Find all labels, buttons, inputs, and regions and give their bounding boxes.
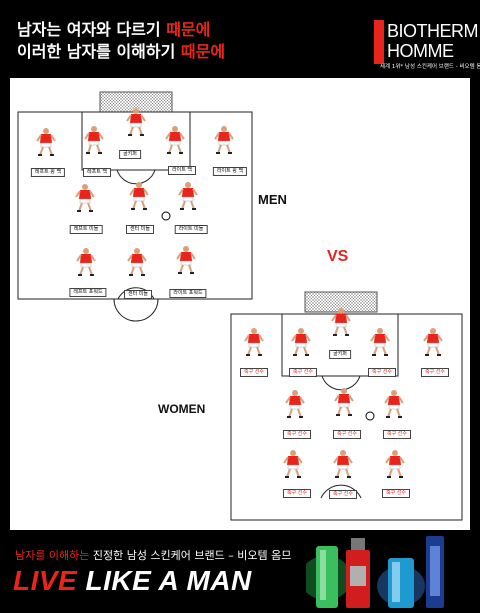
women-pitch xyxy=(230,291,463,521)
slogan: LIVE LIKE A MAN xyxy=(13,565,252,597)
headline-line-1: 남자는 여자와 다르기 때문에 xyxy=(17,16,210,40)
player-figure xyxy=(129,181,149,210)
slogan-red: LIVE xyxy=(13,565,78,596)
brand-name-line-1: BIOTHERM xyxy=(387,21,479,41)
men-pitch xyxy=(17,91,253,322)
player-figure xyxy=(423,327,443,356)
men-label-goalkeeper: 골키퍼 xyxy=(119,150,141,159)
slogan-white: LIKE A MAN xyxy=(77,565,252,596)
headline-1-white: 남자는 여자와 다르기 xyxy=(17,20,167,39)
player-figure xyxy=(214,125,234,154)
men-title: MEN xyxy=(258,192,287,207)
player-figure xyxy=(370,327,390,356)
player-figure xyxy=(283,449,303,478)
men-label-left-mid: 레프트 미들 xyxy=(69,225,103,234)
ball-icon-women xyxy=(365,411,375,421)
men-label-center-mid: 센터 미들 xyxy=(126,225,154,234)
women-label-player-4: 축구 선수 xyxy=(421,368,449,377)
player-figure xyxy=(75,183,95,212)
women-label-player-10: 축구 선수 xyxy=(382,489,410,498)
player-figure xyxy=(384,389,404,418)
women-label-player-8: 축구 선수 xyxy=(283,489,311,498)
men-label-left-forward: 레프트 포워드 xyxy=(69,288,107,297)
headline-line-2: 이러한 남자를 이해하기 때문에 xyxy=(17,38,225,62)
player-figure xyxy=(127,247,147,276)
promo-red: 남자를 이해하는 xyxy=(15,549,90,562)
women-label-player-6: 축구 선수 xyxy=(333,430,361,439)
headline-2-red: 때문에 xyxy=(180,42,226,61)
player-figure xyxy=(334,387,354,416)
player-figure xyxy=(333,449,353,478)
women-title: WOMEN xyxy=(158,402,206,416)
player-figure xyxy=(291,327,311,356)
player-figure xyxy=(165,125,185,154)
player-figure xyxy=(285,389,305,418)
brand-logo-mark xyxy=(374,20,384,64)
formation-fields xyxy=(17,91,463,521)
player-figure xyxy=(385,449,405,478)
women-label-player-1: 축구 선수 xyxy=(240,368,268,377)
men-label-right-wing-back: 라이트 윙 백 xyxy=(212,167,248,176)
men-label-left-wing-back: 레프트 윙 백 xyxy=(30,168,66,177)
ball-icon-men xyxy=(161,211,171,221)
women-label-player-5: 축구 선수 xyxy=(283,430,311,439)
headline-1-red: 때문에 xyxy=(166,20,211,39)
player-figure xyxy=(76,247,96,276)
women-label-goalkeeper: 골키퍼 xyxy=(329,350,351,359)
player-figure xyxy=(176,245,196,274)
brand-tagline: 세계 1위* 남성 스킨케어 브랜드 - 비오템 옴므 xyxy=(380,64,480,70)
player-figure xyxy=(178,181,198,210)
men-label-left-back: 레프트 백 xyxy=(83,168,111,177)
promo-white: 진정한 남성 스킨케어 브랜드 – 비오템 옴므 xyxy=(89,549,292,562)
player-figure xyxy=(84,125,104,154)
women-label-player-3: 축구 선수 xyxy=(368,368,396,377)
women-label-player-7: 축구 선수 xyxy=(383,430,411,439)
promo-line: 남자를 이해하는 진정한 남성 스킨케어 브랜드 – 비오템 옴므 xyxy=(15,547,291,563)
men-label-center-mid-2: 센터 미들 xyxy=(124,290,152,299)
brand-name-line-2: HOMME xyxy=(387,41,454,61)
product-bottles-image xyxy=(306,536,444,608)
men-label-right-mid: 라이트 미들 xyxy=(174,225,208,234)
formation-panel: 골키퍼 레프트 윙 백 레프트 백 라이트 백 라이트 윙 백 레프트 미들 센… xyxy=(10,78,470,530)
men-label-right-back: 라이트 백 xyxy=(168,166,196,175)
player-figure xyxy=(36,127,56,156)
women-label-player-2: 축구 선수 xyxy=(289,368,317,377)
headline-2-white: 이러한 남자를 이해하기 xyxy=(17,42,181,61)
women-label-player-9: 축구 선수 xyxy=(329,490,357,499)
player-figure xyxy=(244,327,264,356)
vs-label: VS xyxy=(327,248,349,265)
men-label-right-forward: 라이트 포워드 xyxy=(169,289,207,298)
